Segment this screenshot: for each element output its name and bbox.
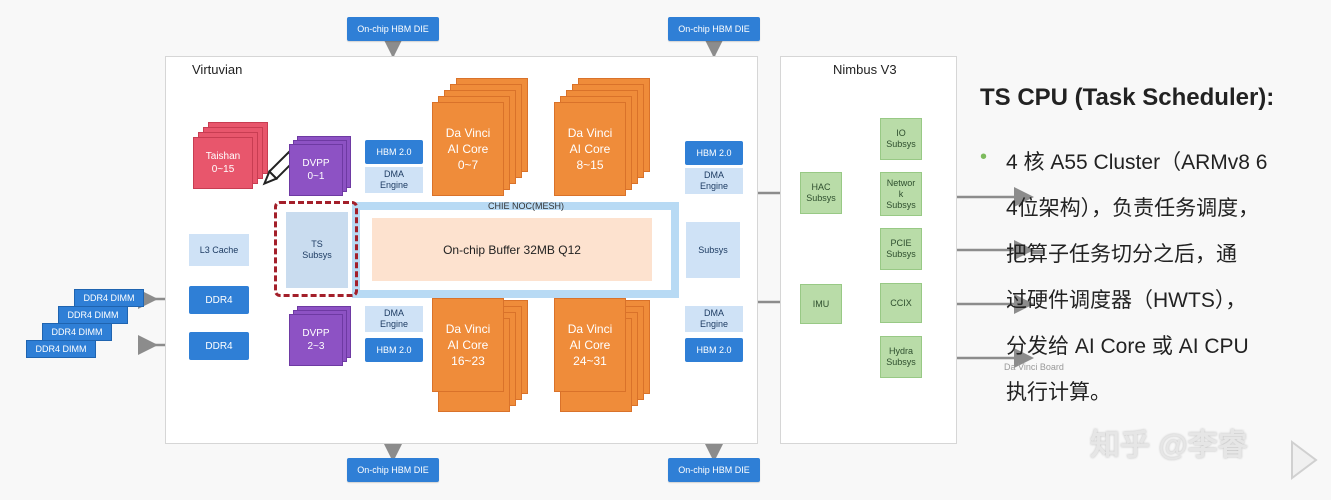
side-title: TS CPU (Task Scheduler): <box>980 84 1275 111</box>
dma-top-left: DMA Engine <box>365 167 423 193</box>
side-line-3: 把算子任务切分之后，通 <box>1006 243 1237 266</box>
ts-subsys: TS Subsys <box>286 212 348 288</box>
bullet-icon: • <box>980 146 988 168</box>
side-line-4: 过硬件调度器（HWTS）， <box>1006 289 1247 312</box>
hac-subsys: HAC Subsys <box>800 172 842 214</box>
side-line-6: 执行计算。 <box>1006 381 1111 404</box>
hbm-die-bottom-right: On-chip HBM DIE <box>668 458 760 482</box>
ai-core-24-31: Da Vinci AI Core 24~31 <box>554 298 626 392</box>
hbm2-bottom-right: HBM 2.0 <box>685 338 743 362</box>
ghost-label: Da Vinci Board <box>1004 362 1064 372</box>
taishan-cluster: Taishan 0~15 <box>193 137 253 189</box>
subsys-right: Subsys <box>686 222 740 278</box>
dma-bottom-left: DMA Engine <box>365 306 423 332</box>
hbm2-top-right: HBM 2.0 <box>685 141 743 165</box>
ccix: CCIX <box>880 283 922 323</box>
hbm2-bottom-left: HBM 2.0 <box>365 338 423 362</box>
on-chip-buffer: On-chip Buffer 32MB Q12 <box>372 218 652 281</box>
network-subsys: Networ k Subsys <box>880 172 922 216</box>
hbm-die-bottom-left: On-chip HBM DIE <box>347 458 439 482</box>
noc-label: CHIE NOC(MESH) <box>488 201 564 211</box>
ts-highlight-frame <box>274 201 358 297</box>
hbm2-top-left: HBM 2.0 <box>365 140 423 164</box>
ddr4-bottom: DDR4 <box>189 332 249 360</box>
nimbus-title: Nimbus V3 <box>833 62 897 77</box>
dma-bottom-right: DMA Engine <box>685 306 743 332</box>
nimbus-panel <box>780 56 957 444</box>
side-line-2: 4位架构），负责任务调度， <box>1006 197 1260 220</box>
dvpp-top: DVPP 0~1 <box>289 144 343 196</box>
ai-core-8-15: Da Vinci AI Core 8~15 <box>554 102 626 196</box>
ddr4-dimm-1: DDR4 DIMM <box>74 289 144 307</box>
ddr4-dimm-4: DDR4 DIMM <box>26 340 96 358</box>
dma-top-right: DMA Engine <box>685 168 743 194</box>
pcie-subsys: PCIE Subsys <box>880 228 922 270</box>
dvpp-bottom: DVPP 2~3 <box>289 314 343 366</box>
io-subsys: IO Subsys <box>880 118 922 160</box>
side-line-5: 分发给 AI Core 或 AI CPU <box>1006 335 1249 358</box>
hbm-die-top-right: On-chip HBM DIE <box>668 17 760 41</box>
hbm-die-top-left: On-chip HBM DIE <box>347 17 439 41</box>
virtuvian-title: Virtuvian <box>192 62 243 77</box>
play-icon[interactable] <box>1286 438 1320 482</box>
hydra-subsys: Hydra Subsys <box>880 336 922 378</box>
ai-core-16-23: Da Vinci AI Core 16~23 <box>432 298 504 392</box>
imu: IMU <box>800 284 842 324</box>
ddr4-top: DDR4 <box>189 286 249 314</box>
ddr4-dimm-2: DDR4 DIMM <box>58 306 128 324</box>
ai-core-0-7: Da Vinci AI Core 0~7 <box>432 102 504 196</box>
watermark: 知乎 @李睿 <box>1090 429 1248 462</box>
ddr4-dimm-3: DDR4 DIMM <box>42 323 112 341</box>
l3-cache: L3 Cache <box>189 234 249 266</box>
side-line-1: 4 核 A55 Cluster（ARMv8 6 <box>1006 151 1268 174</box>
